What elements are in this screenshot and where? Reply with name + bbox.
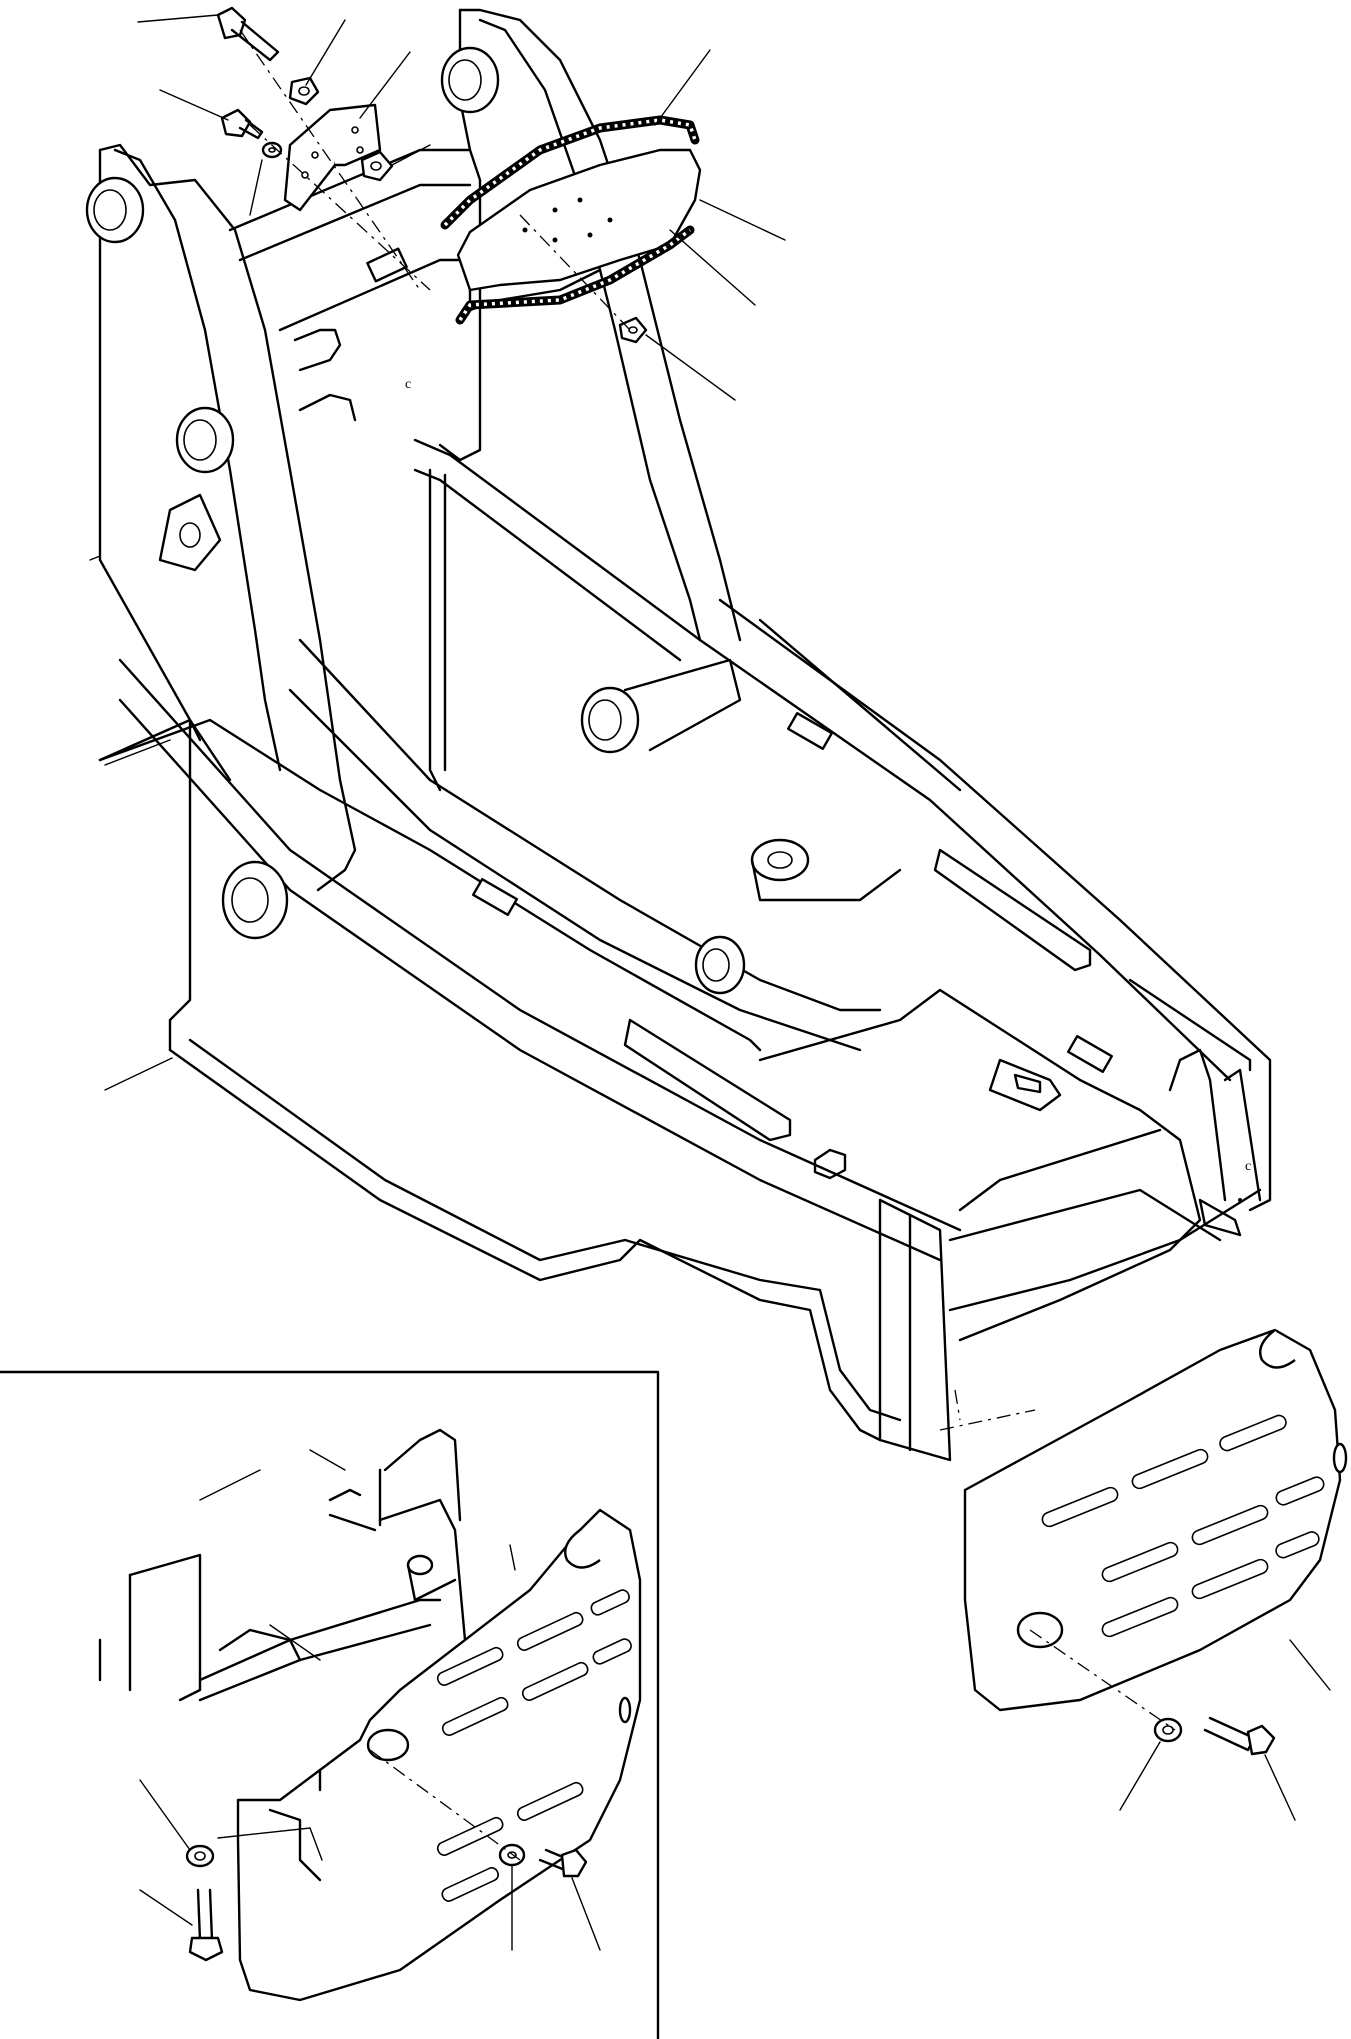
counterweight-left-slots bbox=[436, 1589, 632, 1902]
leader-6 bbox=[391, 144, 431, 166]
leader-1 bbox=[137, 14, 219, 23]
leader-15 bbox=[139, 1889, 193, 1926]
leader-17 bbox=[571, 1877, 601, 1951]
leader-4 bbox=[359, 51, 411, 119]
bolt-upper-icon bbox=[216, 6, 280, 62]
leader-14 bbox=[139, 1779, 191, 1851]
leader-22 bbox=[309, 1449, 346, 1471]
boss-right-icon bbox=[750, 838, 902, 902]
cover-plate-with-gaskets-icon bbox=[440, 115, 702, 325]
bolt-inset-left-icon bbox=[188, 1888, 224, 1962]
nut-upper-icon bbox=[288, 76, 320, 106]
boss-middle-left-icon bbox=[175, 406, 235, 474]
inset-detail-box bbox=[0, 1370, 660, 2039]
leader-2 bbox=[305, 19, 346, 86]
mark-c-upper: c bbox=[405, 377, 411, 392]
mounting-bracket-icon bbox=[283, 103, 408, 283]
nut-right-icon bbox=[360, 150, 394, 182]
leader-8 bbox=[699, 199, 786, 241]
leader-3 bbox=[159, 89, 229, 121]
boss-center-icon bbox=[580, 658, 742, 754]
boss-upper-right-icon bbox=[440, 46, 500, 114]
leader-12 bbox=[1119, 1741, 1161, 1811]
boss-lower-center-icon bbox=[694, 935, 746, 995]
bolt-right-icon bbox=[1203, 1716, 1276, 1756]
washer-right-icon bbox=[1153, 1717, 1183, 1743]
counterweight-right-slots bbox=[1041, 1414, 1325, 1638]
counterweight-left-inset-icon bbox=[98, 1428, 642, 2002]
counterweight-right-icon bbox=[963, 1328, 1348, 1712]
mark-c-lower: c bbox=[1245, 1159, 1251, 1174]
boss-upper-left-icon bbox=[85, 176, 145, 244]
leader-9 bbox=[669, 229, 756, 306]
leader-19 bbox=[104, 1057, 173, 1091]
leader-18 bbox=[104, 739, 171, 766]
leader-10 bbox=[645, 334, 736, 401]
leader-21 bbox=[199, 1469, 261, 1501]
leader-23 bbox=[509, 1544, 516, 1571]
leader-5 bbox=[249, 159, 263, 216]
callout-leaders bbox=[89, 14, 1331, 1951]
boss-lower-left-icon bbox=[221, 860, 289, 940]
nut-cover-icon bbox=[618, 316, 648, 344]
triangle-flange-icon bbox=[158, 493, 222, 572]
washer-left-icon bbox=[261, 141, 283, 159]
leader-13 bbox=[1264, 1754, 1296, 1821]
bolt-inset-right-icon bbox=[538, 1848, 588, 1878]
bolt-left-icon bbox=[220, 108, 264, 140]
leader-7 bbox=[654, 49, 711, 126]
loader-rear-frame-icon: c c bbox=[85, 8, 1272, 1462]
washer-inset-icon bbox=[185, 1844, 215, 1868]
leader-11 bbox=[1289, 1639, 1331, 1691]
leader-20 bbox=[89, 555, 101, 561]
leader-24 bbox=[269, 1624, 321, 1661]
